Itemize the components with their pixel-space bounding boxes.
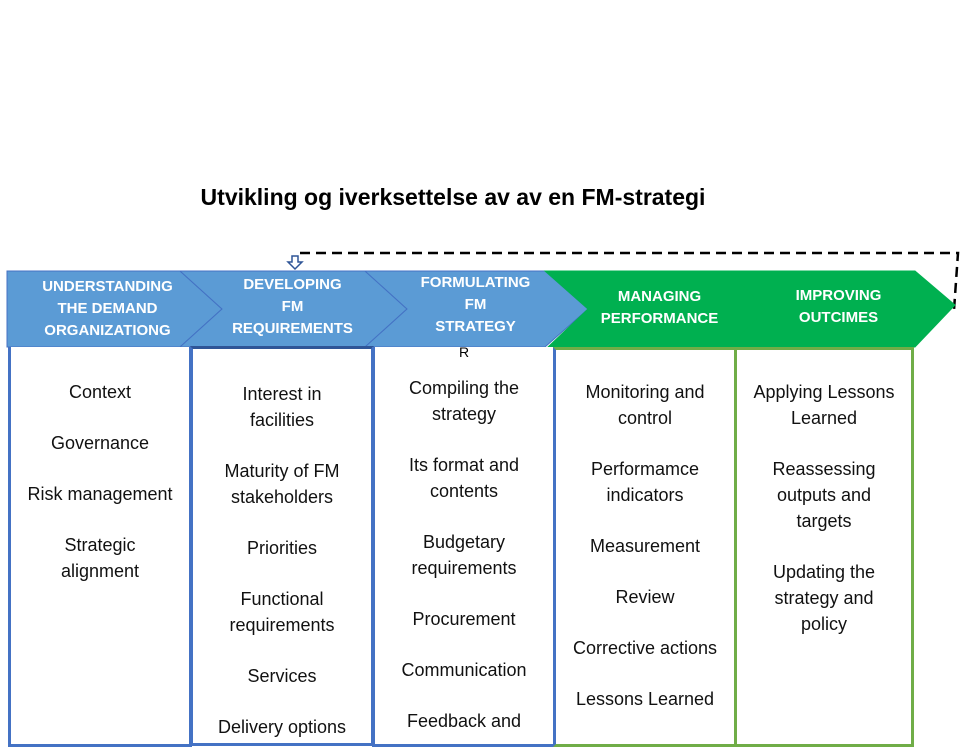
label-line: MANAGING [617,288,702,305]
stage-label-improving: IMPROVING OUTCIMES [751,285,926,329]
list-item: Procurement [412,609,516,629]
column-formulating: Compiling the strategy Its format and co… [372,347,556,747]
stray-letter: R [459,344,470,360]
label-line: FORMULATING [420,274,531,291]
label-line: DEVELOPING [243,276,342,293]
list-item: Services [247,666,317,686]
list-item: Monitoring and control [585,382,705,428]
column-developing: Interest in facilities Maturity of FM st… [190,346,374,746]
label-line: FM [464,296,487,313]
stage-label-formulating: FORMULATING FM STRATEGY [388,272,563,338]
list-item: Updating the strategy and policy [772,562,876,634]
list-item: Functional requirements [229,589,335,635]
stage-label-managing: MANAGING PERFORMANCE [572,286,747,330]
list-item: Lessons Learned [575,689,715,709]
label-line: REQUIREMENTS [232,320,353,337]
list-item: Interest in facilities [242,384,322,430]
list-item: Compiling the strategy [408,378,520,424]
chevron-improving [727,270,956,348]
feedback-arrow-head-icon [286,255,304,271]
label-line: STRATEGY [435,318,516,335]
label-line: THE DEMAND [57,300,158,317]
list-item: Strategic alignment [60,535,140,581]
column-improving: Applying Lessons Learned Reassessing out… [734,347,914,747]
list-item: Its format and contents [408,455,520,501]
list-item: Communication [401,660,527,680]
list-item: Measurement [589,536,701,556]
label-line: OUTCIMES [798,309,879,326]
stage-label-developing: DEVELOPING FM REQUIREMENTS [205,274,380,340]
list-item: Governance [50,433,150,453]
label-line: ORGANIZATIONG [44,322,171,339]
column-managing: Monitoring and control Performamce indic… [553,347,737,747]
label-line: PERFORMANCE [600,310,719,327]
list-item: Performamce indicators [590,459,700,505]
list-item: Reassessing outputs and targets [772,459,876,531]
list-item: Maturity of FM stakeholders [224,461,340,507]
diagram-title: Utvikling og iverksettelse av av en FM-s… [200,184,706,210]
list-item: Budgetary requirements [411,532,517,578]
list-item: Context [68,382,132,402]
label-line: FM [281,298,304,315]
label-line: UNDERSTANDING [42,278,173,295]
list-item: Corrective actions [572,638,718,658]
list-item: Risk management [27,484,173,504]
list-item: Priorities [246,538,317,558]
stage-label-understanding: UNDERSTANDING THE DEMAND ORGANIZATIONG [20,276,195,342]
label-line: IMPROVING [795,287,882,304]
list-item: Applying Lessons Learned [753,382,895,428]
list-item: Review [615,587,675,607]
column-understanding: Context Governance Risk management Strat… [8,347,192,747]
list-item: Feedback and [406,711,522,731]
list-item: Delivery options [217,717,347,737]
